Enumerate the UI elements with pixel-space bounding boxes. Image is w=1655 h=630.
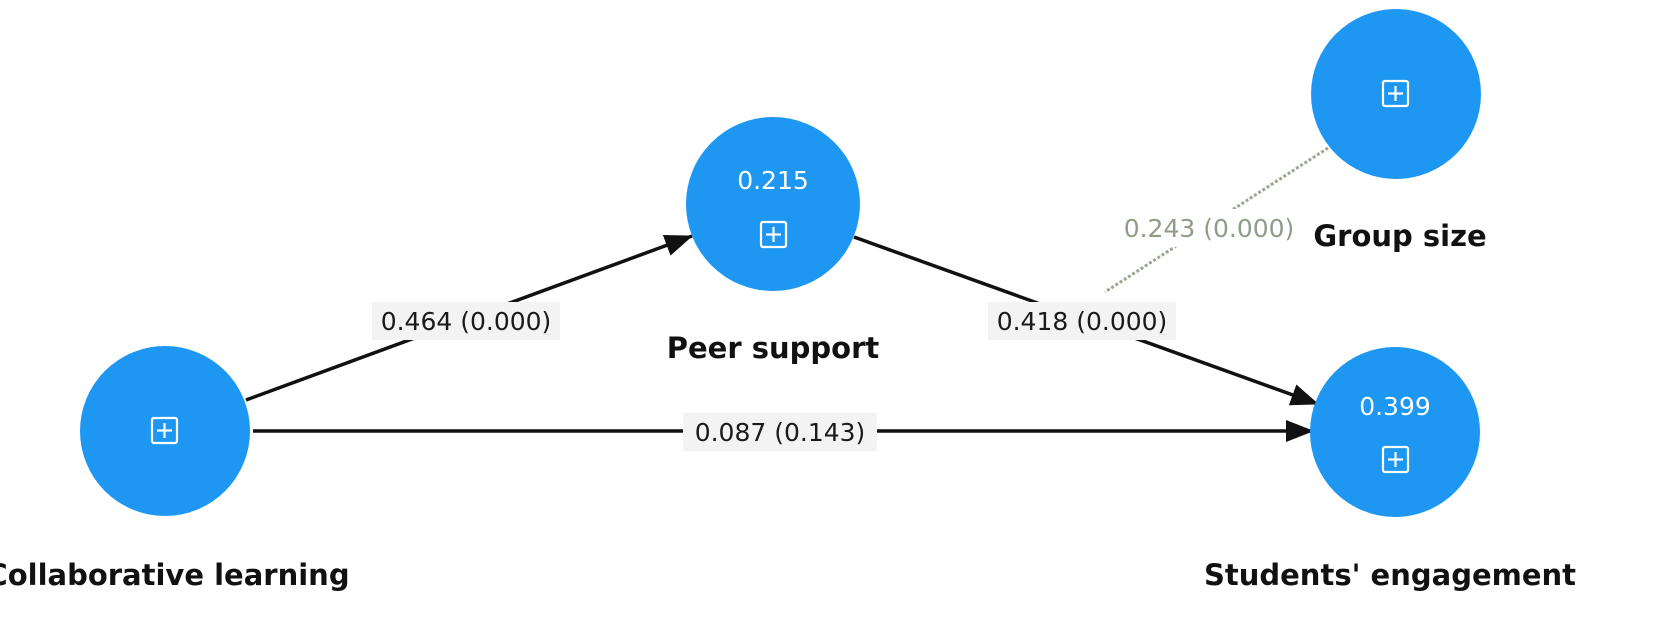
node-peer-support[interactable]: 0.215 bbox=[686, 117, 860, 291]
r-squared-value: 0.399 bbox=[1359, 392, 1431, 421]
path-coefficient: 0.243 (0.000) bbox=[1124, 214, 1295, 243]
node-group-size[interactable] bbox=[1311, 9, 1481, 179]
expand-icon[interactable] bbox=[1381, 445, 1410, 474]
path-coefficient: 0.087 (0.143) bbox=[695, 418, 866, 447]
path-coefficient: 0.464 (0.000) bbox=[381, 307, 552, 336]
node-circle bbox=[686, 117, 860, 291]
r-squared-value: 0.215 bbox=[737, 166, 809, 195]
path-label-cl-se: 0.087 (0.143) bbox=[683, 413, 877, 451]
node-circle bbox=[1310, 347, 1480, 517]
node-students-engagement[interactable]: 0.399 bbox=[1310, 347, 1480, 517]
expand-icon[interactable] bbox=[1381, 79, 1410, 108]
node-collaborative-learning[interactable] bbox=[80, 346, 250, 516]
node-label-group-size: Group size bbox=[1313, 219, 1486, 253]
expand-icon[interactable] bbox=[759, 220, 788, 249]
node-label-collaborative-learning: Collaborative learning bbox=[0, 558, 350, 592]
path-label-cl-ps: 0.464 (0.000) bbox=[372, 302, 560, 340]
node-label-peer-support: Peer support bbox=[667, 331, 880, 365]
node-label-students-engagement: Students' engagement bbox=[1204, 558, 1576, 592]
path-label-ps-se: 0.418 (0.000) bbox=[988, 302, 1176, 340]
path-label-moderation: 0.243 (0.000) bbox=[1112, 209, 1306, 247]
expand-icon[interactable] bbox=[150, 416, 179, 445]
path-coefficient: 0.418 (0.000) bbox=[997, 307, 1168, 336]
